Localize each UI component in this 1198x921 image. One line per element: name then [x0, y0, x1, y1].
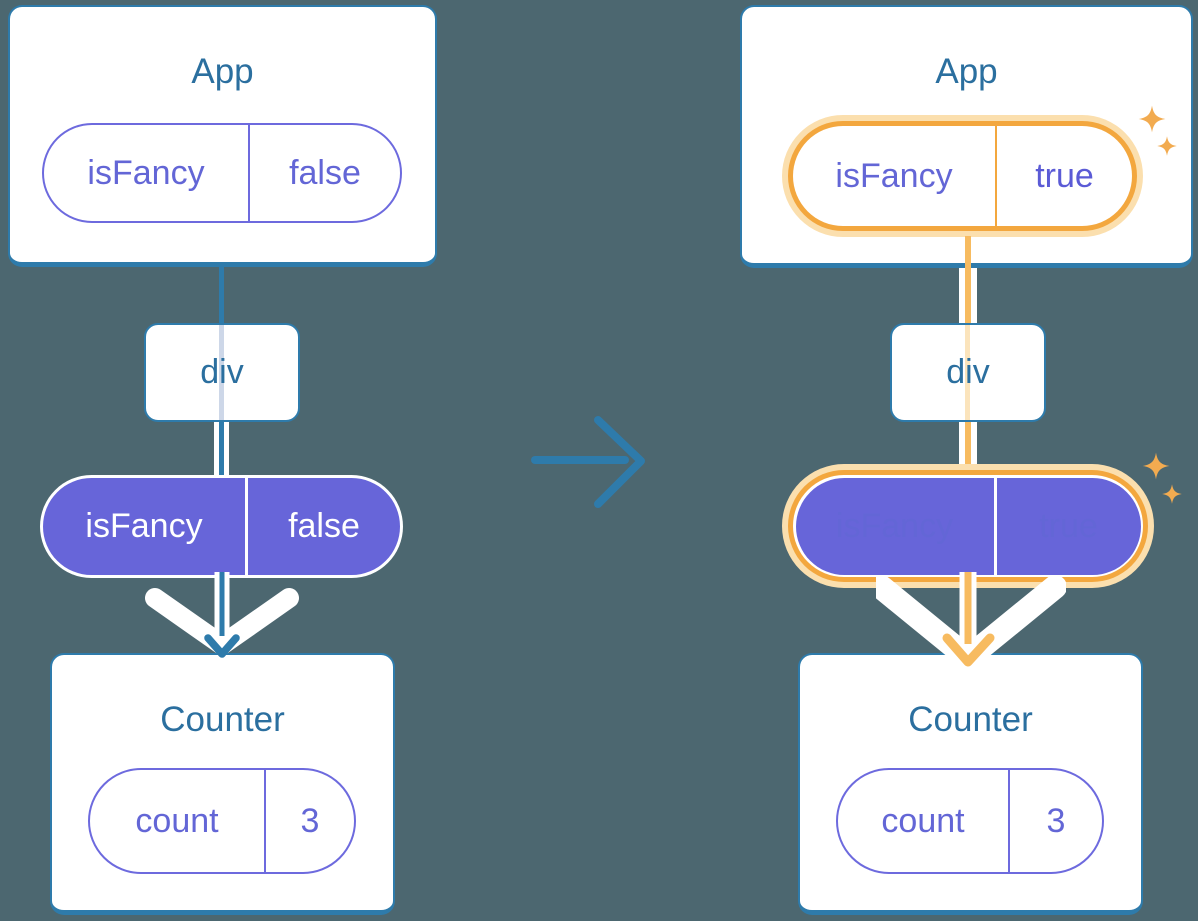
- prop-name: isFancy: [44, 125, 250, 221]
- sparkle-icon: [1142, 452, 1170, 480]
- div-node-label: div: [946, 353, 990, 391]
- prop-pass-through-line: [219, 325, 224, 420]
- div-node: div: [890, 323, 1046, 422]
- prop-pass-through-line: [965, 325, 970, 420]
- div-node: div: [144, 323, 300, 422]
- counter-title: Counter: [160, 700, 285, 739]
- edge-app-to-div: [959, 268, 977, 323]
- counter-title: Counter: [908, 700, 1033, 739]
- app-prop-pill: isFancy false: [42, 123, 402, 223]
- prop-name: isFancy: [796, 477, 997, 575]
- sparkle-icon: [1162, 484, 1182, 504]
- prop-value: true: [1039, 506, 1098, 545]
- app-title: App: [191, 52, 254, 91]
- prop-value: false: [288, 507, 360, 545]
- div-node-label: div: [200, 353, 244, 391]
- prop-flow-line: [965, 236, 971, 268]
- counter-state-pill: count 3: [836, 768, 1104, 874]
- app-prop-pill-highlighted: isFancy true: [782, 115, 1143, 237]
- state-name: count: [838, 770, 1010, 872]
- app-title: App: [935, 52, 998, 91]
- passed-prop-pill-highlighted: isFancy true: [782, 464, 1154, 588]
- state-name: count: [90, 770, 266, 872]
- prop-name: isFancy: [793, 126, 997, 226]
- prop-value: true: [1035, 156, 1094, 195]
- state-value: 3: [1046, 801, 1066, 840]
- state-value: 3: [300, 801, 320, 840]
- passed-prop-pill: isFancy false: [43, 478, 400, 575]
- prop-value: false: [289, 153, 361, 192]
- edge-app-to-div: [219, 267, 224, 323]
- edge-div-to-prop: [214, 422, 229, 478]
- arrow-right-icon: [531, 416, 645, 508]
- prop-name: isFancy: [43, 478, 248, 575]
- counter-state-pill: count 3: [88, 768, 356, 874]
